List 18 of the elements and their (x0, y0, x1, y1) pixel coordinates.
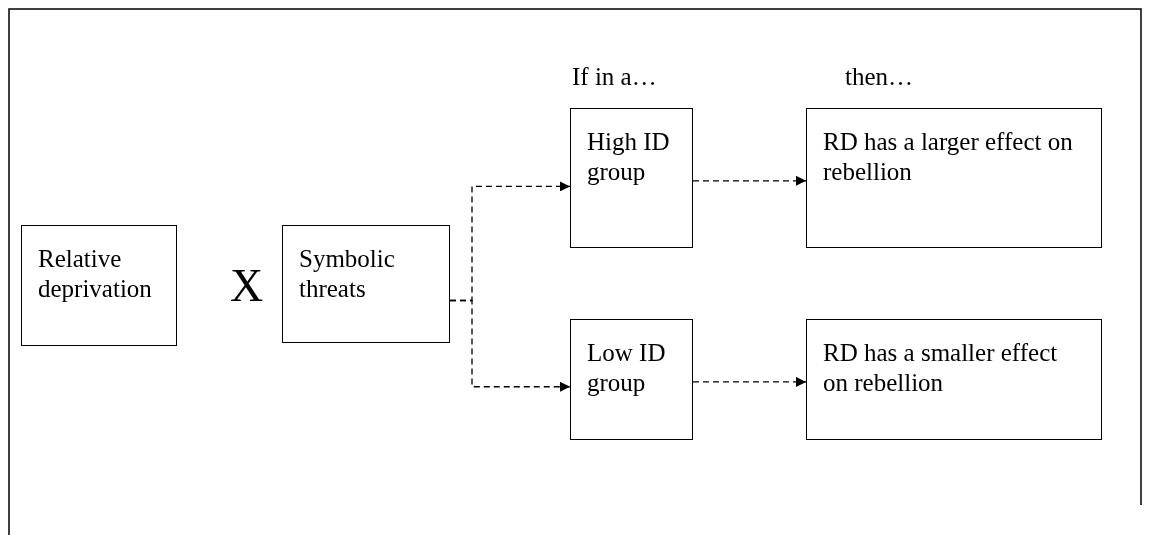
text-box (570, 108, 693, 248)
text-box (282, 225, 450, 343)
box-text: High ID group (587, 127, 671, 187)
box-text: RD has a larger effect on rebellion (823, 127, 1074, 187)
box-text: RD has a smaller effect on rebellion (823, 338, 1059, 398)
box-text: Low ID group (587, 338, 667, 398)
dashed-arrow (692, 175, 807, 186)
dashed-arrow (449, 299, 571, 392)
dashed-arrow (692, 376, 807, 387)
column-heading: then… (845, 64, 914, 89)
text-box (806, 108, 1102, 248)
text-box (570, 319, 693, 440)
column-heading: If in a… (572, 64, 657, 89)
multiplication-sign: X (230, 263, 264, 309)
text-box (806, 319, 1102, 440)
text-box (21, 225, 177, 346)
box-text: Symbolic threats (299, 244, 396, 304)
box-text: Relative deprivation (38, 244, 153, 304)
